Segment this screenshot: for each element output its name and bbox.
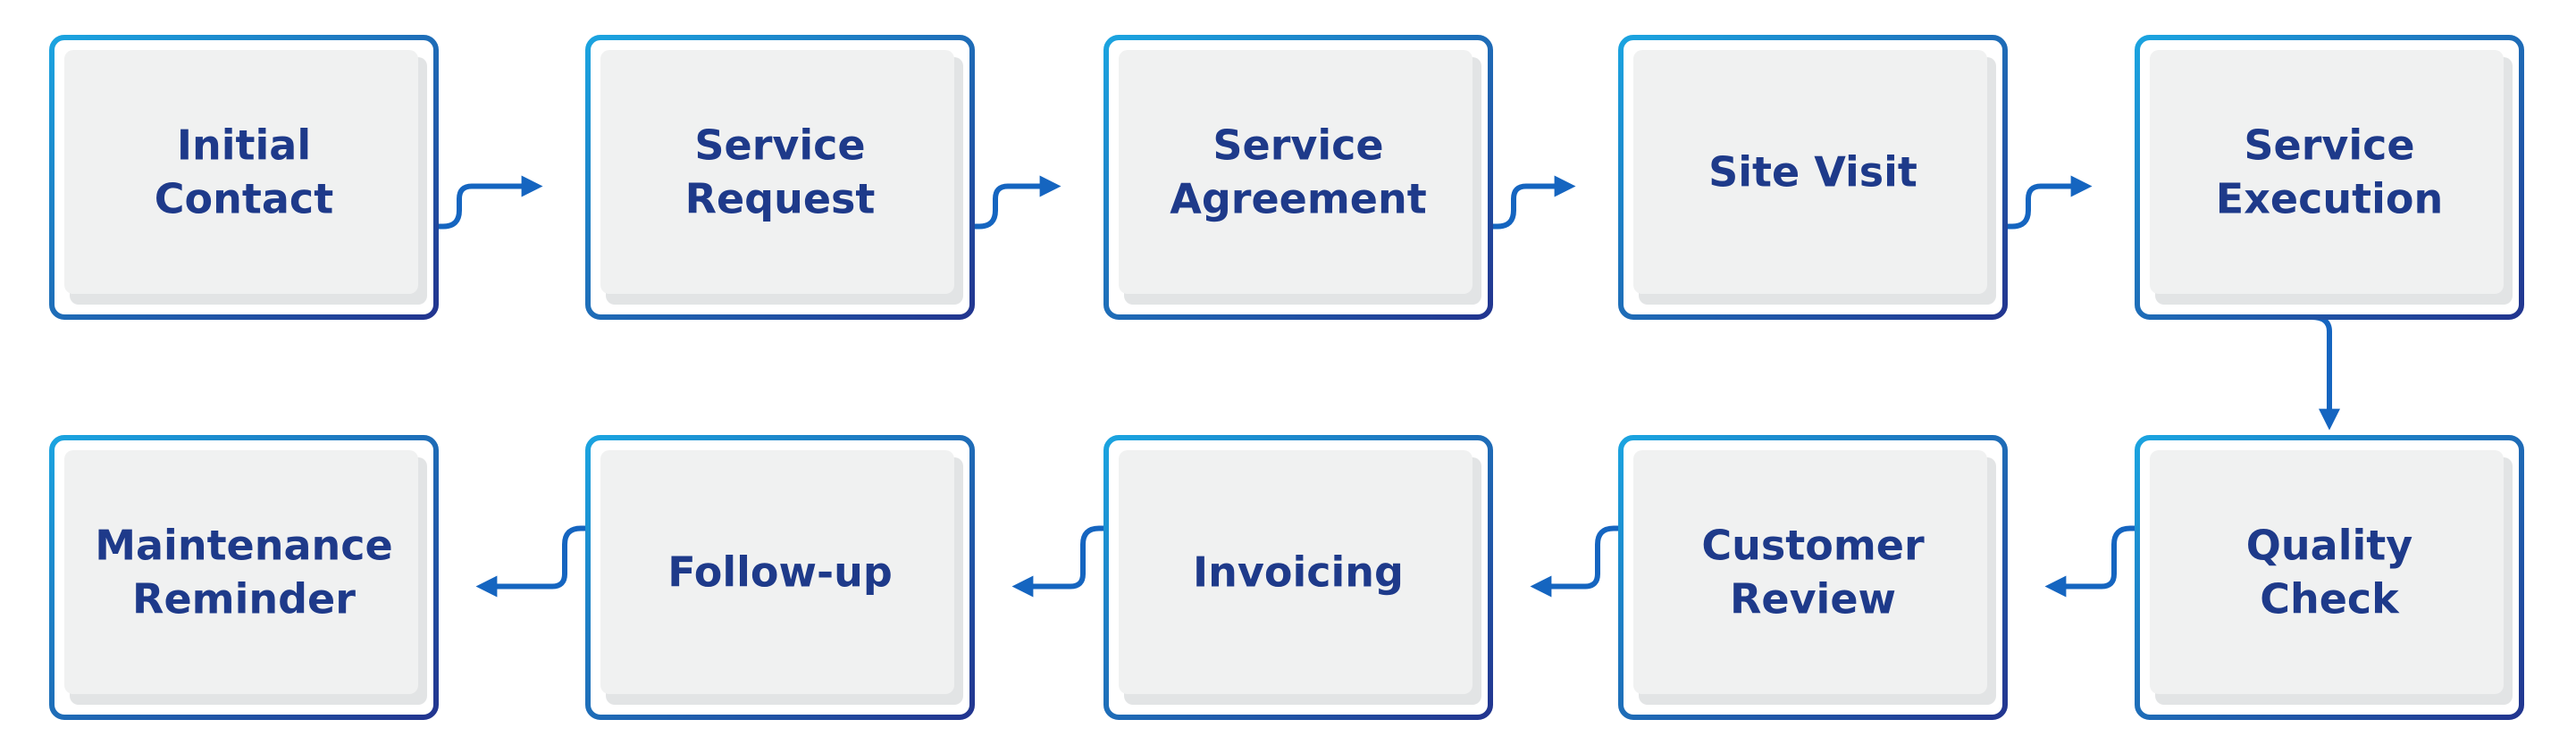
step-label: Service	[694, 121, 865, 170]
step-label: Contact	[155, 175, 333, 223]
step-label: Quality	[2246, 522, 2412, 570]
step-label: Service	[1212, 121, 1383, 170]
step-label: Follow-up	[667, 548, 893, 597]
step-label: Review	[1730, 575, 1896, 623]
step-label: Service	[2244, 121, 2414, 170]
step-label: Maintenance	[95, 522, 393, 570]
step-label: Reminder	[132, 575, 356, 623]
connector-arrow-service-agreement-to-site-visit	[1490, 175, 1576, 230]
step-card	[2150, 450, 2504, 694]
connector-arrow-initial-contact-to-service-request	[436, 175, 543, 230]
step-label: Request	[685, 175, 876, 223]
step-label: Agreement	[1170, 175, 1426, 223]
step-label: Site Visit	[1708, 148, 1917, 197]
step-card	[64, 450, 418, 694]
step-label: Execution	[2216, 175, 2443, 223]
step-card	[600, 50, 954, 294]
connector-arrow-follow-up-to-maintenance-reminder	[475, 525, 588, 598]
step-card	[1119, 450, 1473, 694]
connector-arrow-quality-check-to-customer-review	[2044, 525, 2137, 598]
step-card	[1633, 50, 1987, 294]
step-card	[2150, 50, 2504, 294]
connector-group	[436, 175, 2340, 598]
step-card	[600, 450, 954, 694]
connector-arrow-customer-review-to-invoicing	[1530, 525, 1621, 598]
step-invoicing: Invoicing	[1103, 435, 1493, 720]
step-label: Initial	[177, 121, 311, 170]
step-site-visit: Site Visit	[1618, 35, 2008, 320]
step-group: InitialContactServiceRequestServiceAgree…	[49, 35, 2524, 720]
step-card	[64, 50, 418, 294]
step-card	[1119, 50, 1473, 294]
connector-arrow-service-request-to-service-agreement	[972, 175, 1061, 230]
connector-arrow-site-visit-to-service-execution	[2005, 175, 2093, 230]
connector-arrow-invoicing-to-follow-up	[1011, 525, 1106, 598]
step-follow-up: Follow-up	[585, 435, 975, 720]
step-label: Invoicing	[1193, 548, 1404, 597]
step-label: Check	[2260, 575, 2400, 623]
connector-arrow-service-execution-to-quality-check	[2311, 314, 2340, 431]
step-card	[1633, 450, 1987, 694]
step-label: Customer	[1701, 522, 1925, 570]
